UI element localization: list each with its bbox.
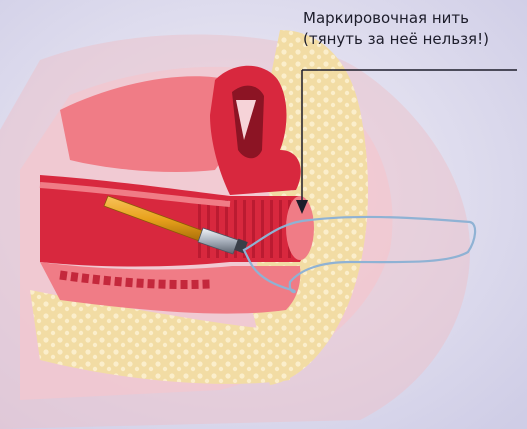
annotation-line-1: Маркировочная нить <box>303 8 523 29</box>
vaginal-rugae <box>196 200 300 258</box>
annotation-text: Маркировочная нить (тянуть за неё нельзя… <box>303 8 523 50</box>
annotation-line-2: (тянуть за неё нельзя!) <box>303 29 523 50</box>
